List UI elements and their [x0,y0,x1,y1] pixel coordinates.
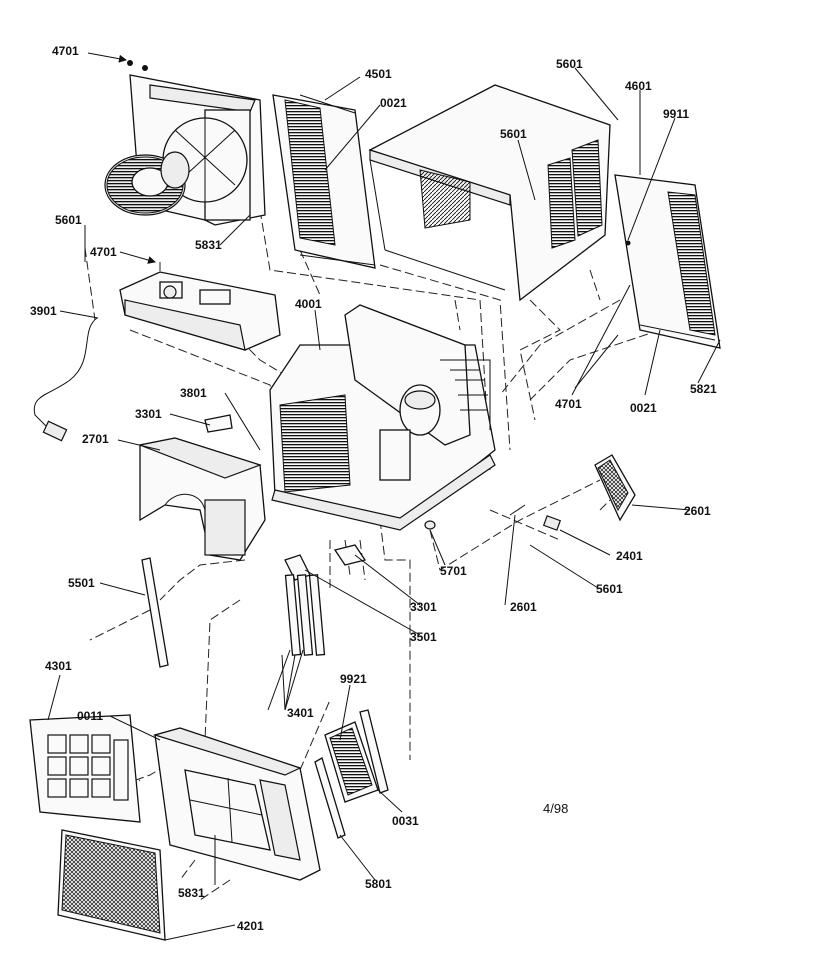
label-4601: 4601 [625,79,652,93]
label-2701: 2701 [82,432,109,446]
label-2601-lower: 2601 [510,600,537,614]
leader-lines [47,52,721,941]
label-0031: 0031 [392,814,419,828]
label-5701: 5701 [440,564,467,578]
brackets-3401-3501 [284,544,367,656]
front-grille-4201 [57,829,166,941]
label-4501: 4501 [365,67,392,81]
label-4001: 4001 [295,297,322,311]
side-curtain-left [272,94,376,269]
label-4201: 4201 [237,919,264,933]
label-9921: 9921 [340,672,367,686]
label-0021-top: 0021 [380,96,407,110]
rail-5501 [141,557,169,668]
label-2601-right: 2601 [684,504,711,518]
label-3401: 3401 [287,706,314,720]
label-5831-top: 5831 [195,238,222,252]
control-box [33,271,281,442]
label-2401: 2401 [616,549,643,563]
base-pan-2701 [137,414,266,561]
label-9911: 9911 [663,107,689,121]
label-0021-right: 0021 [630,401,657,415]
label-5801: 5801 [365,877,392,891]
label-5601-lower: 5601 [596,582,623,596]
label-3801: 3801 [180,386,207,400]
blower-wheel [104,151,190,216]
label-5501: 5501 [68,576,95,590]
label-5601-mid: 5601 [500,127,527,141]
label-4701-right: 4701 [555,397,582,411]
label-3301-top: 3301 [135,407,162,421]
side-curtain-right [614,174,721,349]
label-3301-lower: 3301 [410,600,437,614]
part-labels: 4701 4501 0021 5601 4601 5601 9911 5831 … [30,44,717,933]
air-filter-4301 [29,714,141,823]
front-panel-0011 [152,727,321,881]
label-4301: 4301 [45,659,72,673]
label-5601-left: 5601 [55,213,82,227]
label-5601-top: 5601 [556,57,583,71]
label-4701-top: 4701 [52,44,79,58]
right-small-parts [509,454,636,531]
outer-cabinet [368,84,611,302]
chassis-assembly [269,304,496,531]
revision-date: 4/98 [543,801,568,816]
label-3501: 3501 [410,630,437,644]
label-3901: 3901 [30,304,57,318]
label-4701-mid: 4701 [90,245,117,259]
blower-housing-assembly [104,60,266,226]
label-0011: 0011 [77,709,103,723]
label-5821: 5821 [690,382,717,396]
label-5831-lower: 5831 [178,886,205,900]
louver-9921 [314,709,389,839]
